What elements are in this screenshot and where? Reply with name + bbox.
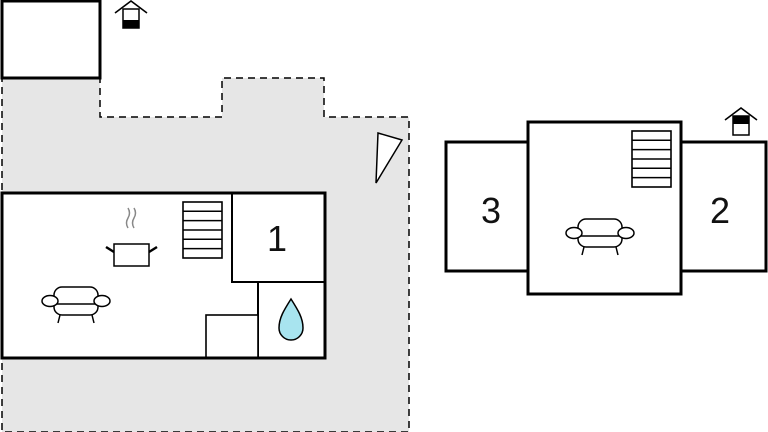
upper-floor-plan: 3 2 [444, 107, 768, 296]
ground-floor-plan: 1 [0, 0, 410, 432]
storage-closet [205, 314, 259, 359]
room-3 [444, 140, 532, 273]
room-label-3: 3 [481, 190, 501, 231]
cooking-pot-icon [105, 207, 158, 267]
house-entrance-icon [114, 0, 148, 29]
shed [0, 0, 102, 80]
water-drop-icon [278, 297, 304, 341]
stairs-icon [182, 201, 223, 259]
room-label-1: 1 [267, 218, 287, 259]
stairs-icon [631, 130, 672, 188]
compass-triangle-icon [375, 132, 404, 184]
room-label-2: 2 [710, 190, 730, 231]
room-2 [678, 140, 768, 273]
house-entrance-icon [724, 107, 758, 136]
